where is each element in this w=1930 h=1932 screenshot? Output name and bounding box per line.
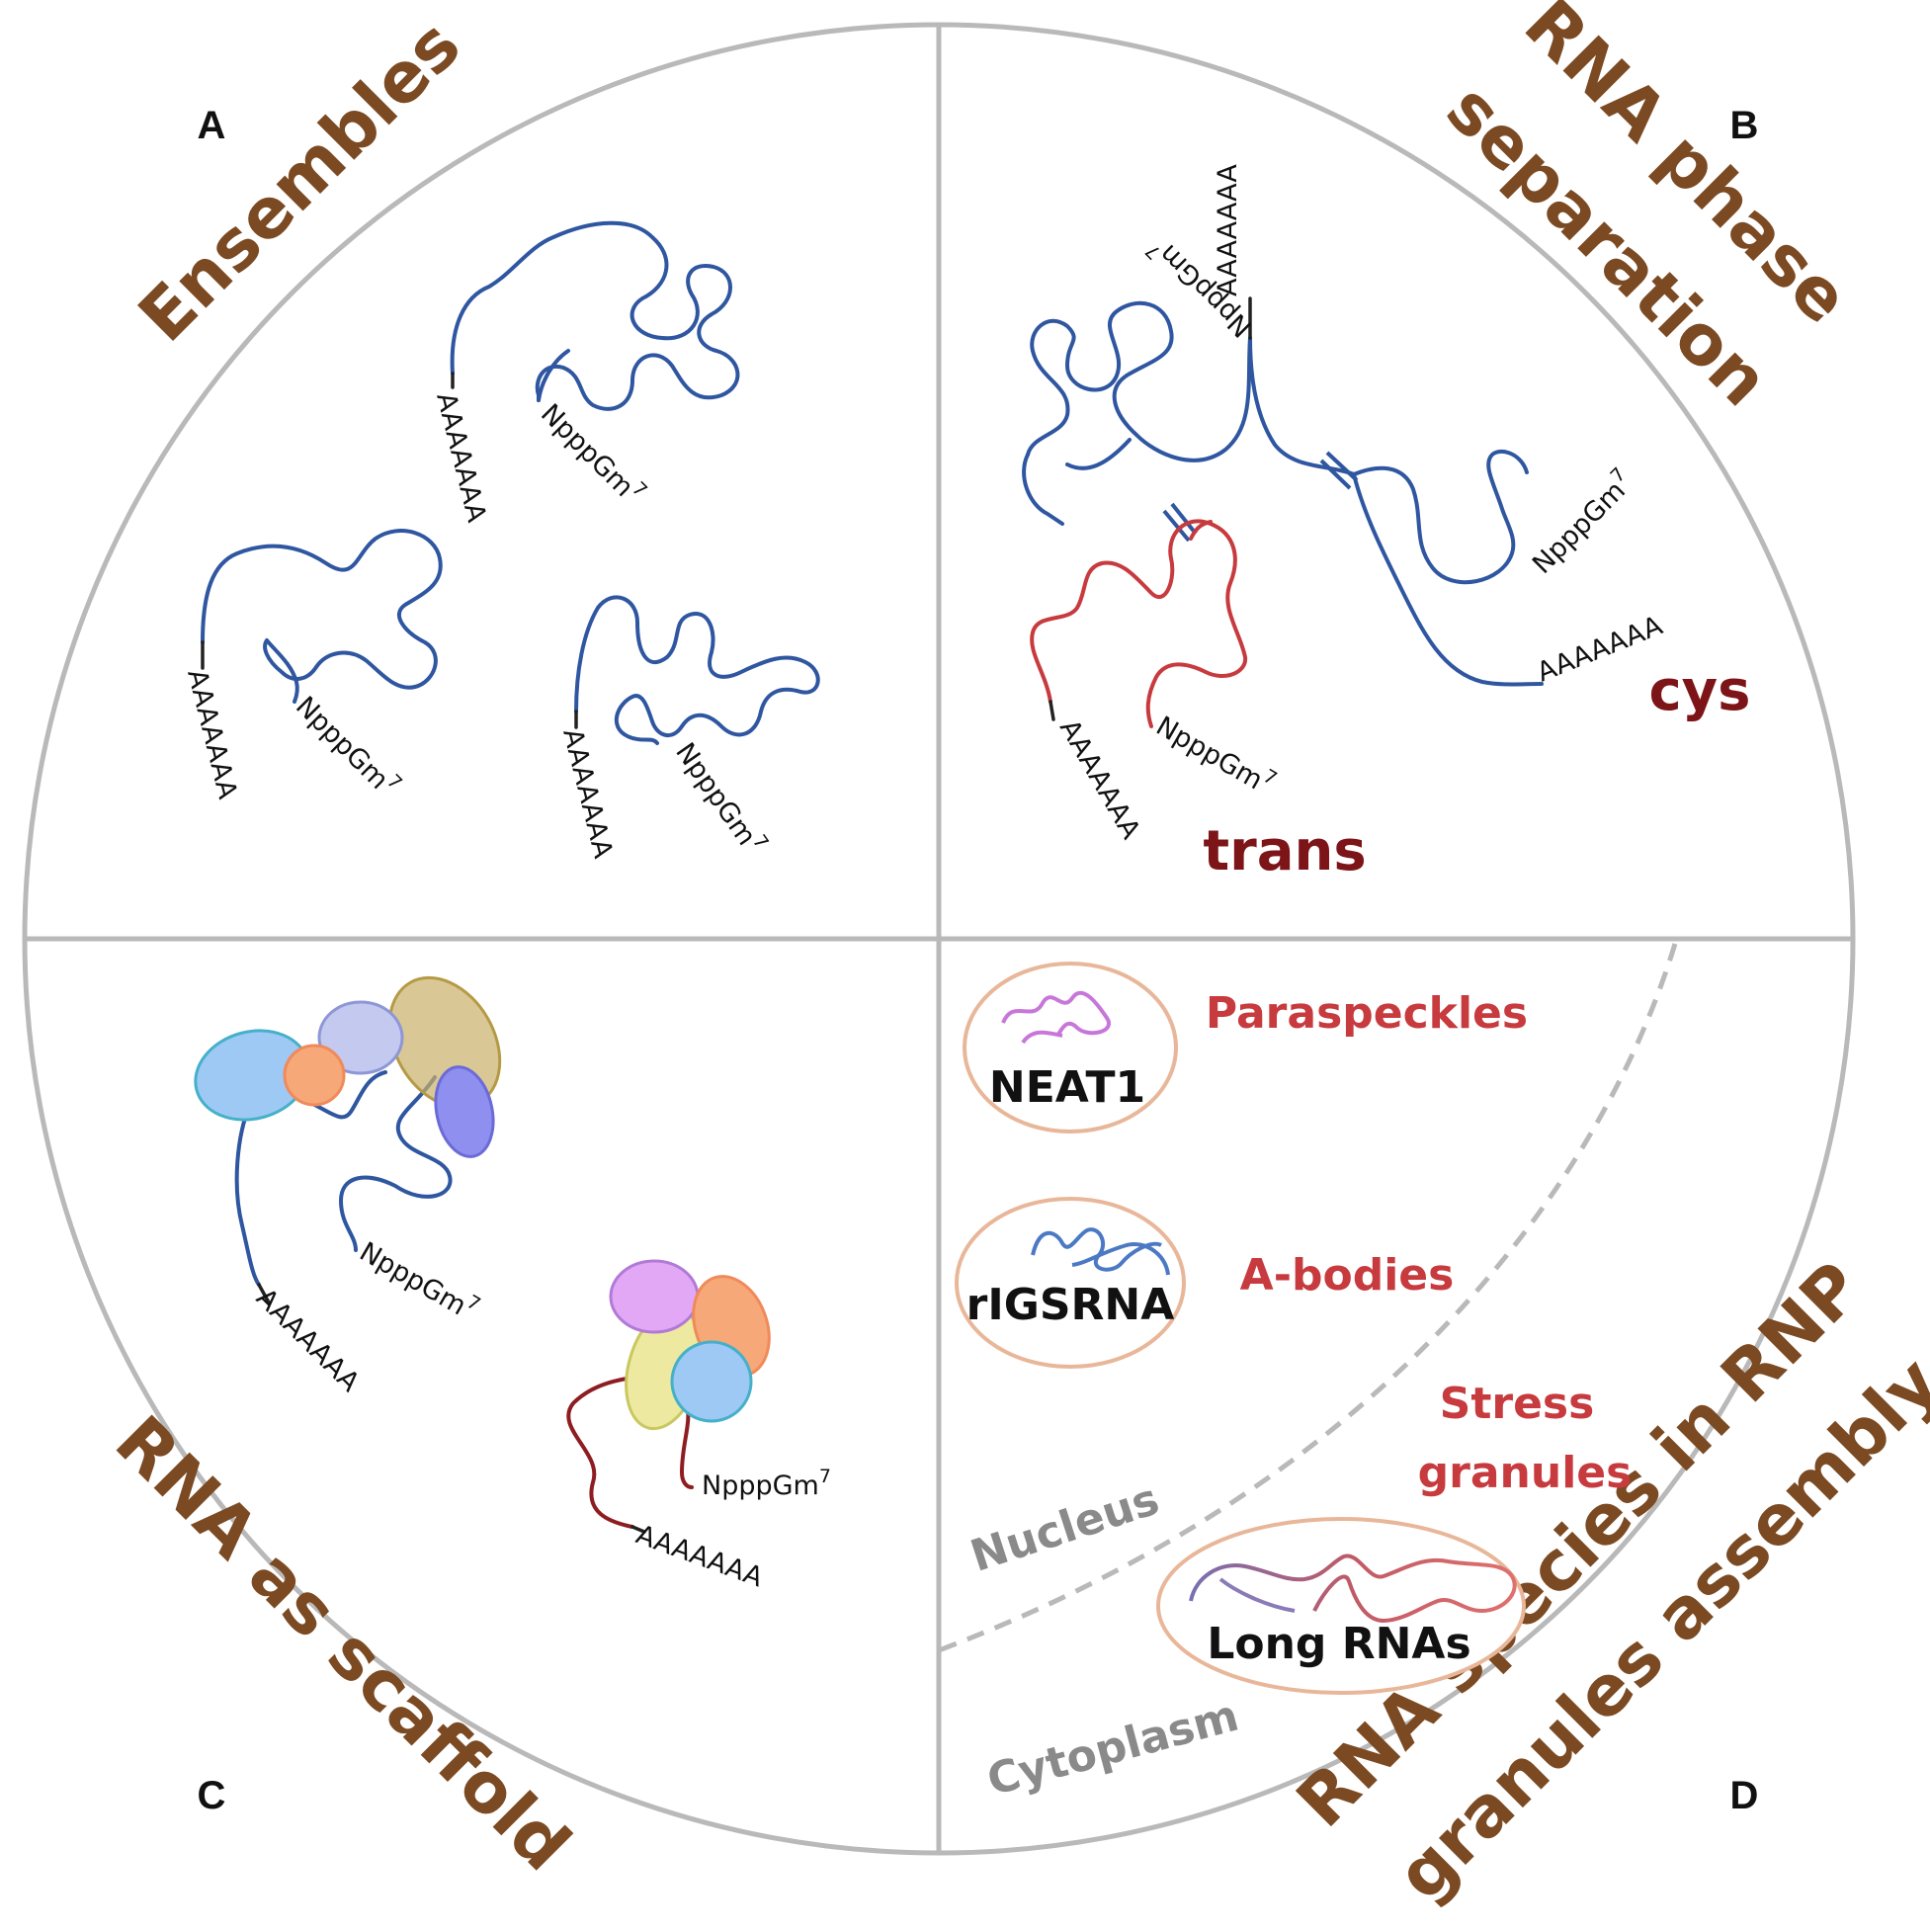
- protein-violet: [434, 1065, 495, 1158]
- svg-text:NpppGm7: NpppGm7: [669, 734, 773, 861]
- panel-letter-c: C: [198, 1774, 226, 1817]
- svg-text:NpppGm7: NpppGm7: [290, 687, 406, 803]
- phase-separation-red-rna: AAAAAAA NpppGm7: [1030, 519, 1281, 845]
- neat1-label: NEAT1: [989, 1062, 1145, 1113]
- panel-letter-b: B: [1730, 104, 1759, 147]
- scaffold-rnp-top: AAAAAAA NpppGm7: [194, 975, 502, 1398]
- svg-text:NpppGm7: NpppGm7: [1151, 707, 1281, 802]
- ensembles-rna-right: AAAAAAA NpppGm7: [556, 595, 820, 862]
- ensembles-rna-left: AAAAAAA NpppGm7: [181, 529, 443, 803]
- svg-text:NpppGm7: NpppGm7: [535, 394, 651, 511]
- label-cytoplasm: Cytoplasm: [982, 1691, 1244, 1806]
- protein-orange: [283, 1044, 346, 1107]
- svg-text:AAAAAAA: AAAAAAA: [250, 1283, 366, 1398]
- ensembles-rna-top: AAAAAAA NpppGm7: [430, 220, 740, 526]
- svg-text:NpppGm7: NpppGm7: [1523, 463, 1639, 580]
- label-a-bodies: A-bodies: [1240, 1250, 1455, 1301]
- label-cys: cys: [1648, 659, 1750, 723]
- svg-text:AAAAAAA: AAAAAAA: [1053, 714, 1146, 845]
- label-nucleus: Nucleus: [965, 1474, 1165, 1582]
- nucleus-boundary: [939, 943, 1678, 1653]
- svg-text:AAAAAAA: AAAAAAA: [1213, 164, 1243, 296]
- protein-sky: [670, 1340, 753, 1423]
- label-granules: granules: [1418, 1448, 1633, 1498]
- panel-letter-a: A: [198, 104, 226, 147]
- protein-pink: [609, 1259, 700, 1334]
- label-stress: Stress: [1440, 1379, 1595, 1429]
- rigsrna-bubble: rIGSRNA: [955, 1197, 1186, 1369]
- label-trans: trans: [1203, 819, 1366, 883]
- rigsrna-label: rIGSRNA: [966, 1280, 1175, 1330]
- svg-text:NpppGm7: NpppGm7: [355, 1232, 484, 1328]
- svg-text:AAAAAAA: AAAAAAA: [430, 389, 492, 526]
- protein-lavender: [317, 1000, 404, 1075]
- panel-letter-d: D: [1730, 1774, 1759, 1817]
- scaffold-rnp-bottom: AAAAAAA NpppGm7: [566, 1259, 831, 1594]
- title-rna-as-scaffold: RNA as scaffold: [100, 1400, 586, 1887]
- svg-text:AAAAAAA: AAAAAAA: [1533, 610, 1667, 688]
- svg-text:AAAAAAA: AAAAAAA: [556, 725, 619, 862]
- long-rnas-bubble: Long RNAs: [1156, 1517, 1526, 1695]
- svg-text:AAAAAAA: AAAAAAA: [181, 666, 243, 802]
- long-rnas-label: Long RNAs: [1207, 1619, 1470, 1669]
- title-ensembles: Ensembles: [123, 4, 475, 357]
- svg-text:AAAAAAA: AAAAAAA: [632, 1519, 768, 1593]
- base-pair-connectors: [1162, 451, 1359, 543]
- neat1-bubble: NEAT1: [963, 962, 1178, 1134]
- svg-text:NpppGm7: NpppGm7: [702, 1466, 831, 1501]
- label-paraspeckles: Paraspeckles: [1206, 988, 1528, 1039]
